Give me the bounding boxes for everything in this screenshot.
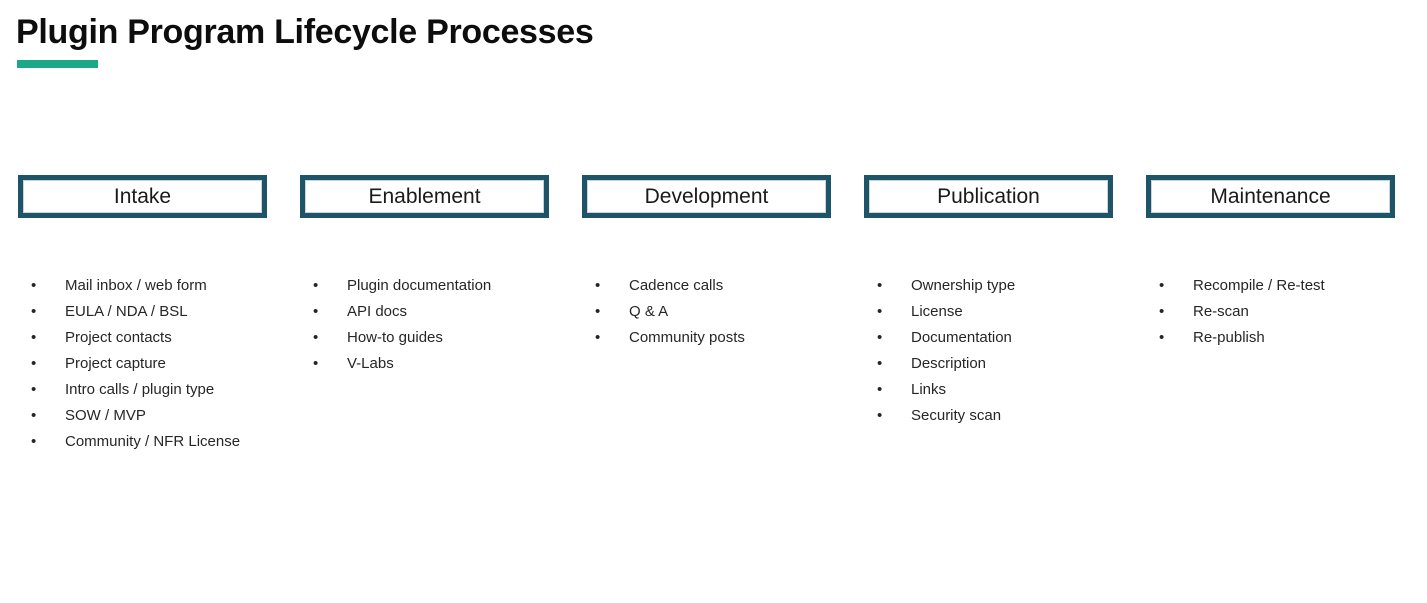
list-item-label: V-Labs <box>347 355 394 372</box>
phase-label: Intake <box>113 185 172 208</box>
bullet-dot-icon: • <box>877 355 883 372</box>
bullet-dot-icon: • <box>31 329 37 346</box>
bullet-dot-icon: • <box>31 355 37 372</box>
list-item-label: SOW / MVP <box>65 407 146 424</box>
list-item: • Project capture <box>18 351 267 377</box>
list-item-label: Recompile / Re-test <box>1193 277 1325 294</box>
list-item-label: Documentation <box>911 329 1012 346</box>
phase-column: Intake • Mail inbox / web form • EULA / NDA … <box>18 175 267 455</box>
phase-header-box[interactable]: Intake <box>18 175 267 218</box>
list-item-label: Project contacts <box>65 329 172 346</box>
list-item: • Re-publish <box>1146 325 1395 351</box>
phase-column: Publication • Ownership type • License • Docum… <box>864 175 1113 455</box>
bullet-dot-icon: • <box>877 303 883 320</box>
list-item: • Q & A <box>582 299 831 325</box>
list-item: • SOW / MVP <box>18 403 267 429</box>
phase-item-list: • Plugin documentation • API docs • How-to gu… <box>300 273 549 377</box>
bullet-dot-icon: • <box>1159 277 1165 294</box>
phase-column: Development • Cadence calls • Q & A • Communit… <box>582 175 831 455</box>
bullet-dot-icon: • <box>31 303 37 320</box>
bullet-dot-icon: • <box>1159 329 1165 346</box>
list-item: • Links <box>864 377 1113 403</box>
list-item: • Intro calls / plugin type <box>18 377 267 403</box>
bullet-dot-icon: • <box>595 277 601 294</box>
phase-header-box[interactable]: Publication <box>864 175 1113 218</box>
list-item: • Recompile / Re-test <box>1146 273 1395 299</box>
list-item-label: Links <box>911 381 947 398</box>
bullet-dot-icon: • <box>877 407 883 424</box>
page-title: Plugin Program Lifecycle Processes <box>16 13 594 51</box>
list-item: • Security scan <box>864 403 1113 429</box>
list-item: • Community / NFR License <box>18 429 267 455</box>
list-item-label: Ownership type <box>911 277 1016 294</box>
list-item: • How-to guides <box>300 325 549 351</box>
list-item-label: Intro calls / plugin type <box>65 381 215 398</box>
phase-header-box[interactable]: Development <box>582 175 831 218</box>
list-item-label: Project capture <box>65 355 166 372</box>
bullet-dot-icon: • <box>313 277 319 294</box>
bullet-dot-icon: • <box>313 355 319 372</box>
list-item: • Project contacts <box>18 325 267 351</box>
list-item-label: Re-scan <box>1193 303 1249 320</box>
phase-label: Publication <box>937 185 1040 208</box>
bullet-dot-icon: • <box>1159 303 1165 320</box>
list-item-label: API docs <box>347 303 408 320</box>
phase-item-list: •Mail inbox / web form•EULA / NDA / BSL•… <box>18 273 267 455</box>
phase-item-list: • Ownership type • License • Documentation • De… <box>864 273 1113 429</box>
phase-header-box[interactable]: Maintenance <box>1146 175 1395 218</box>
phase-item-list: • Recompile / Re-test • Re-scan • Re-publish <box>1146 273 1395 351</box>
list-item: • Plugin documentation <box>300 273 549 299</box>
phase-label: Maintenance <box>1210 185 1331 208</box>
bullet-dot-icon: • <box>877 277 883 294</box>
list-item-label: Description <box>911 355 987 372</box>
bullet-dot-icon: • <box>31 433 37 450</box>
list-item-label: Community / NFR License <box>65 433 241 450</box>
phase-item-list: • Cadence calls • Q & A • Community posts <box>582 273 831 351</box>
list-item-label: How-to guides <box>347 329 443 346</box>
list-item-label: EULA / NDA / BSL <box>65 303 188 320</box>
list-item: • Mail inbox / web form <box>18 273 267 299</box>
lifecycle-phase-columns: Intake • Mail inbox / web form • EULA / NDA … <box>18 175 1395 455</box>
phase-column: Maintenance•Recompile / Re-test•Re-scan•… <box>1146 175 1395 455</box>
list-item-label: Security scan <box>911 407 1002 424</box>
bullet-dot-icon: • <box>313 329 319 346</box>
bullet-dot-icon: • <box>31 407 37 424</box>
list-item: • Documentation <box>864 325 1113 351</box>
phase-header-box[interactable]: Enablement <box>300 175 549 218</box>
list-item-label: License <box>911 303 963 320</box>
bullet-dot-icon: • <box>877 381 883 398</box>
bullet-dot-icon: • <box>31 277 37 294</box>
list-item-label: Plugin documentation <box>347 277 492 294</box>
list-item: • Description <box>864 351 1113 377</box>
list-item: • License <box>864 299 1113 325</box>
list-item-label: Cadence calls <box>629 277 724 294</box>
phase-column: Enablement • Plugin documentation • API docs… <box>300 175 549 455</box>
bullet-dot-icon: • <box>595 329 601 346</box>
phase-label: Development <box>644 185 769 208</box>
bullet-dot-icon: • <box>595 303 601 320</box>
list-item: • EULA / NDA / BSL <box>18 299 267 325</box>
phase-label: Enablement <box>368 185 481 208</box>
list-item-label: Re-publish <box>1193 329 1265 346</box>
list-item-label: Community posts <box>629 329 745 346</box>
list-item: • V-Labs <box>300 351 549 377</box>
list-item: • API docs <box>300 299 549 325</box>
list-item: • Community posts <box>582 325 831 351</box>
list-item: • Cadence calls <box>582 273 831 299</box>
list-item-label: Mail inbox / web form <box>65 277 207 294</box>
bullet-dot-icon: • <box>313 303 319 320</box>
list-item: • Ownership type <box>864 273 1113 299</box>
bullet-dot-icon: • <box>31 381 37 398</box>
bullet-dot-icon: • <box>877 329 883 346</box>
title-accent-bar <box>17 60 98 68</box>
list-item: • Re-scan <box>1146 299 1395 325</box>
list-item-label: Q & A <box>629 303 669 320</box>
